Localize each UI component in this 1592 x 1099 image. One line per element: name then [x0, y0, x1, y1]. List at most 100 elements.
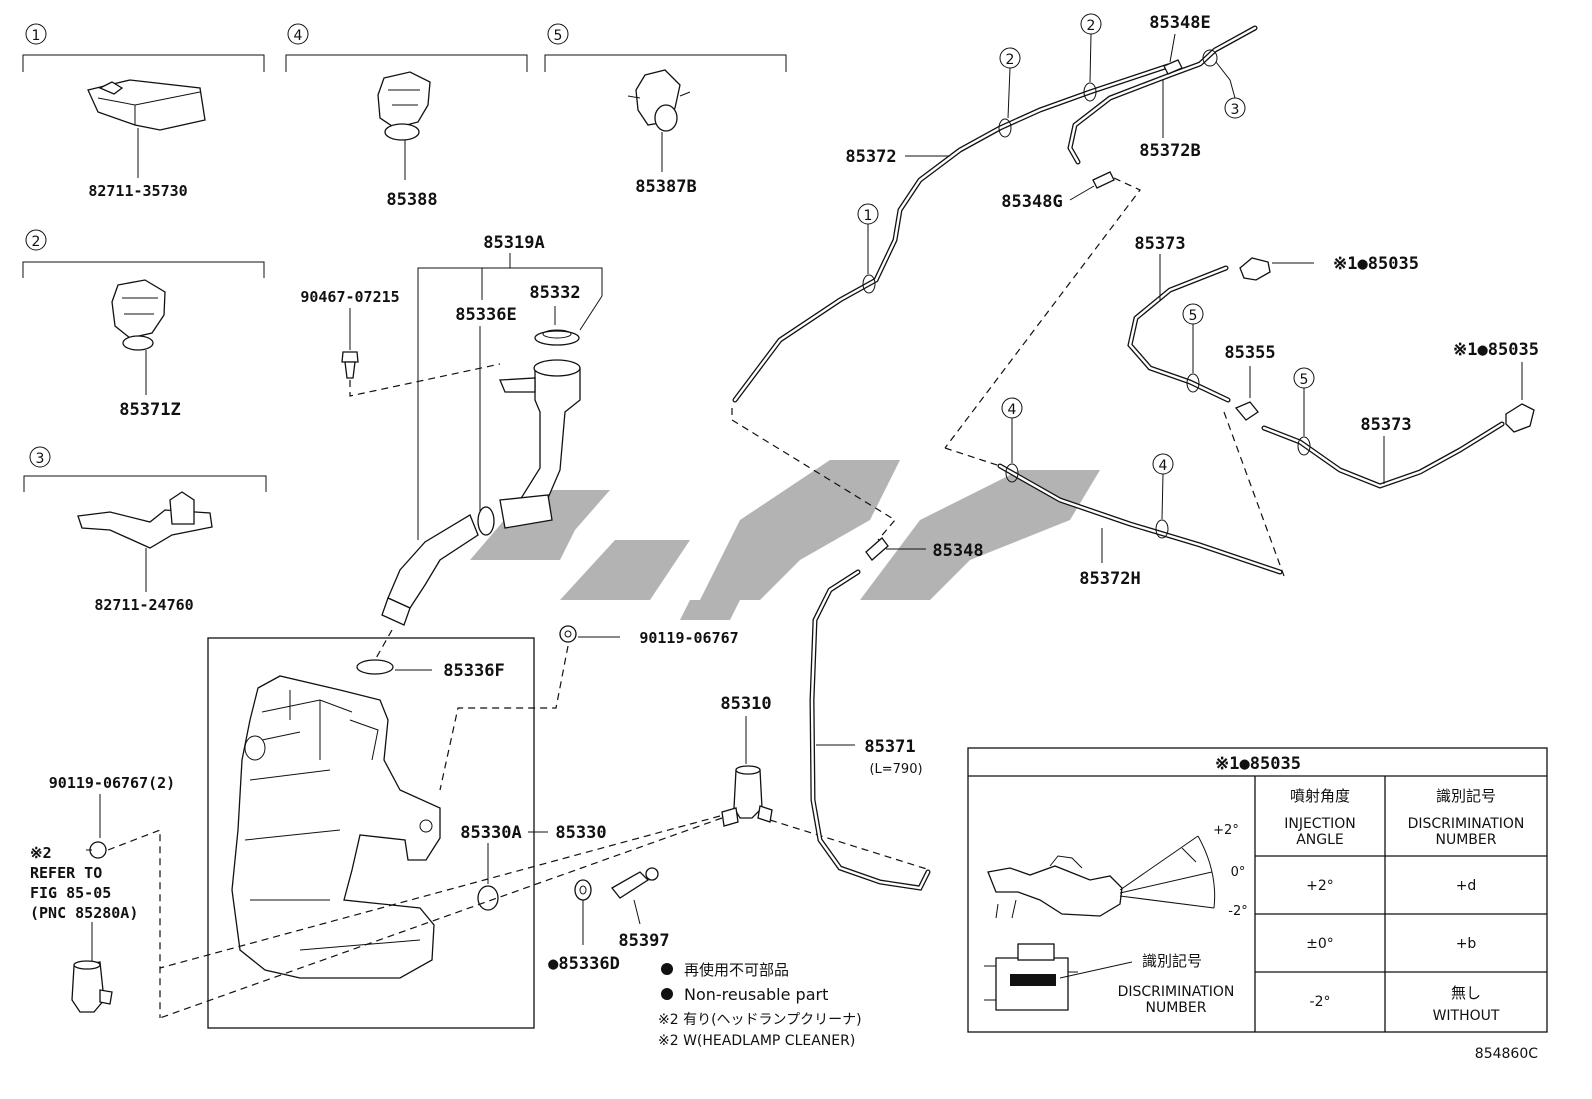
- label-85371-length: (L=790): [869, 762, 922, 777]
- notes-block: 再使用不可部品 Non-reusable part ※2 有り(ヘッドランプクリ…: [658, 961, 862, 1049]
- clamp-marker-1: 1: [864, 208, 873, 224]
- ref-note-line-1: ※2: [30, 844, 52, 862]
- ref-note-line-3: FIG 85-05: [30, 884, 111, 902]
- label-85035-right: ※1●85035: [1453, 340, 1539, 360]
- variant-box-4: 4 85388: [285, 23, 528, 210]
- ref-note-line-2: REFER TO: [30, 864, 102, 882]
- nozzle-85035-right: ※1●85035: [1453, 340, 1539, 433]
- check-valve-85397: 85397: [611, 867, 670, 951]
- hose-clamp-markers: 2 2 3 1: [857, 13, 1246, 294]
- nozzle-id-illustration: 識別記号 DISCRIMINATION NUMBER: [984, 943, 1235, 1016]
- note-nonreusable-jp: 再使用不可部品: [684, 961, 789, 979]
- label-85336D: ●85336D: [548, 954, 620, 974]
- pipe-clamp-icon: [111, 279, 166, 351]
- label-85330: 85330: [555, 823, 606, 843]
- headlamp-pump-icon: [71, 960, 113, 1013]
- washer-tank-icon: [231, 675, 441, 979]
- row-2-angle: ±0°: [1306, 936, 1334, 952]
- connector-85348E: 85348E: [1149, 13, 1211, 75]
- clamp-marker-5b: 5: [1300, 372, 1309, 388]
- headlamp-pump-group: 90119-06767(2) ※2 REFER TO FIG 85-05 (PN…: [30, 774, 175, 1018]
- hose-85373-top: 85373 5: [1127, 234, 1231, 403]
- label-85319A: 85319A: [483, 233, 544, 253]
- variant-box-2-part: 85371Z: [119, 400, 180, 420]
- variant-box-3-part: 82711-24760: [94, 596, 193, 614]
- clip-90467: 90467-07215: [300, 288, 501, 397]
- hose-85372: 85372: [732, 63, 1171, 403]
- variant-box-1-part: 82711-35730: [88, 182, 187, 200]
- screw-icon: [86, 841, 107, 859]
- variant-box-3: 3 82711-24760: [23, 446, 267, 614]
- tank-frame: [207, 637, 535, 1029]
- label-85332: 85332: [529, 283, 580, 303]
- watermark-logo: [470, 460, 1100, 620]
- col-injection-jp: 噴射角度: [1290, 787, 1350, 805]
- label-85355: 85355: [1224, 343, 1275, 363]
- label-90119-06767: 90119-06767: [639, 629, 738, 647]
- ref-note-line-4: (PNC 85280A): [30, 904, 138, 922]
- nozzle-table: ※1●85035 噴射角度 INJECTION ANGLE 識別記号 DISCR…: [967, 747, 1548, 1033]
- label-85348G: 85348G: [1001, 192, 1062, 212]
- fig-angle-minus2: -2°: [1228, 904, 1247, 919]
- fig-discrimination-jp: 識別記号: [1142, 952, 1202, 970]
- row-3-number-jp: 無し: [1451, 984, 1481, 1002]
- label-85336F: 85336F: [443, 661, 504, 681]
- filler-cap-icon: [534, 329, 580, 346]
- clamp-marker-5a: 5: [1189, 308, 1198, 324]
- diagram-code: 854860C: [1475, 1046, 1538, 1062]
- hose-85372B: 85372B: [1067, 25, 1258, 165]
- label-85310: 85310: [720, 694, 771, 714]
- row-1-number: +d: [1456, 878, 1477, 894]
- col-injection-en-1: INJECTION: [1284, 816, 1356, 832]
- label-85373-right: 85373: [1360, 415, 1411, 435]
- clamp-marker-2b: 2: [1087, 18, 1096, 34]
- hose-85372H: 4 4 85372H: [944, 397, 1283, 589]
- row-1-angle: +2°: [1306, 878, 1334, 894]
- grommet-85330A: 85330A 85330: [460, 823, 607, 911]
- bullet-icon: [661, 963, 673, 975]
- table-title: ※1●85035: [1215, 754, 1301, 774]
- nozzle-85035-top: ※1●85035: [1239, 254, 1419, 281]
- label-85035-top: ※1●85035: [1333, 254, 1419, 274]
- clamp-marker-4a: 4: [1008, 402, 1017, 418]
- variant-box-5-number: 5: [554, 28, 563, 44]
- variant-box-1-number: 1: [32, 28, 41, 44]
- row-3-angle: -2°: [1310, 994, 1331, 1010]
- fig-angle-zero: 0°: [1231, 865, 1246, 880]
- label-85372: 85372: [845, 147, 896, 167]
- clamp-marker-2a: 2: [1006, 52, 1015, 68]
- hose-clip-icon: [627, 69, 691, 132]
- variant-box-2-number: 2: [32, 234, 41, 250]
- variant-box-2: 2 85371Z: [22, 229, 265, 420]
- label-85348: 85348: [932, 541, 983, 561]
- connector-85348G: 85348G: [944, 171, 1141, 449]
- screw-90119-top: 90119-06767: [439, 625, 739, 791]
- label-85348E: 85348E: [1149, 13, 1210, 33]
- label-85372B: 85372B: [1139, 141, 1200, 161]
- label-90119-06767-2: 90119-06767(2): [49, 774, 175, 792]
- row-2-number: +b: [1456, 936, 1477, 952]
- washer-tank-group: 85336F: [207, 629, 535, 1029]
- fig-discrimination-en-1: DISCRIMINATION: [1118, 984, 1235, 1000]
- nozzle-spray-illustration: +2° 0° -2°: [987, 823, 1248, 919]
- variant-box-3-number: 3: [36, 451, 45, 467]
- washer-pump-85310: 85310: [159, 694, 931, 1019]
- variant-box-5-part: 85387B: [635, 177, 696, 197]
- variant-box-5: 5 85387B: [544, 23, 787, 197]
- fig-angle-plus2: +2°: [1213, 823, 1239, 838]
- variant-box-4-part: 85388: [386, 190, 437, 210]
- variant-box-1: 1 82711-35730: [22, 23, 265, 200]
- clip-bracket-icon: [87, 79, 206, 131]
- tee-85355: 85355: [1224, 343, 1276, 421]
- note-nonreusable-en: Non-reusable part: [684, 985, 828, 1004]
- tank-seal-85336F: [356, 659, 394, 675]
- hose-guide-icon: [77, 491, 213, 549]
- variant-box-4-number: 4: [294, 28, 303, 44]
- pump-icon: [721, 765, 773, 827]
- col-injection-en-2: ANGLE: [1296, 832, 1344, 848]
- clamp-marker-4b: 4: [1159, 458, 1168, 474]
- label-85372H: 85372H: [1079, 569, 1140, 589]
- pipe-clamp-icon: [377, 71, 431, 141]
- col-discrimination-en-1: DISCRIMINATION: [1408, 816, 1525, 832]
- fig-discrimination-en-2: NUMBER: [1146, 1000, 1207, 1016]
